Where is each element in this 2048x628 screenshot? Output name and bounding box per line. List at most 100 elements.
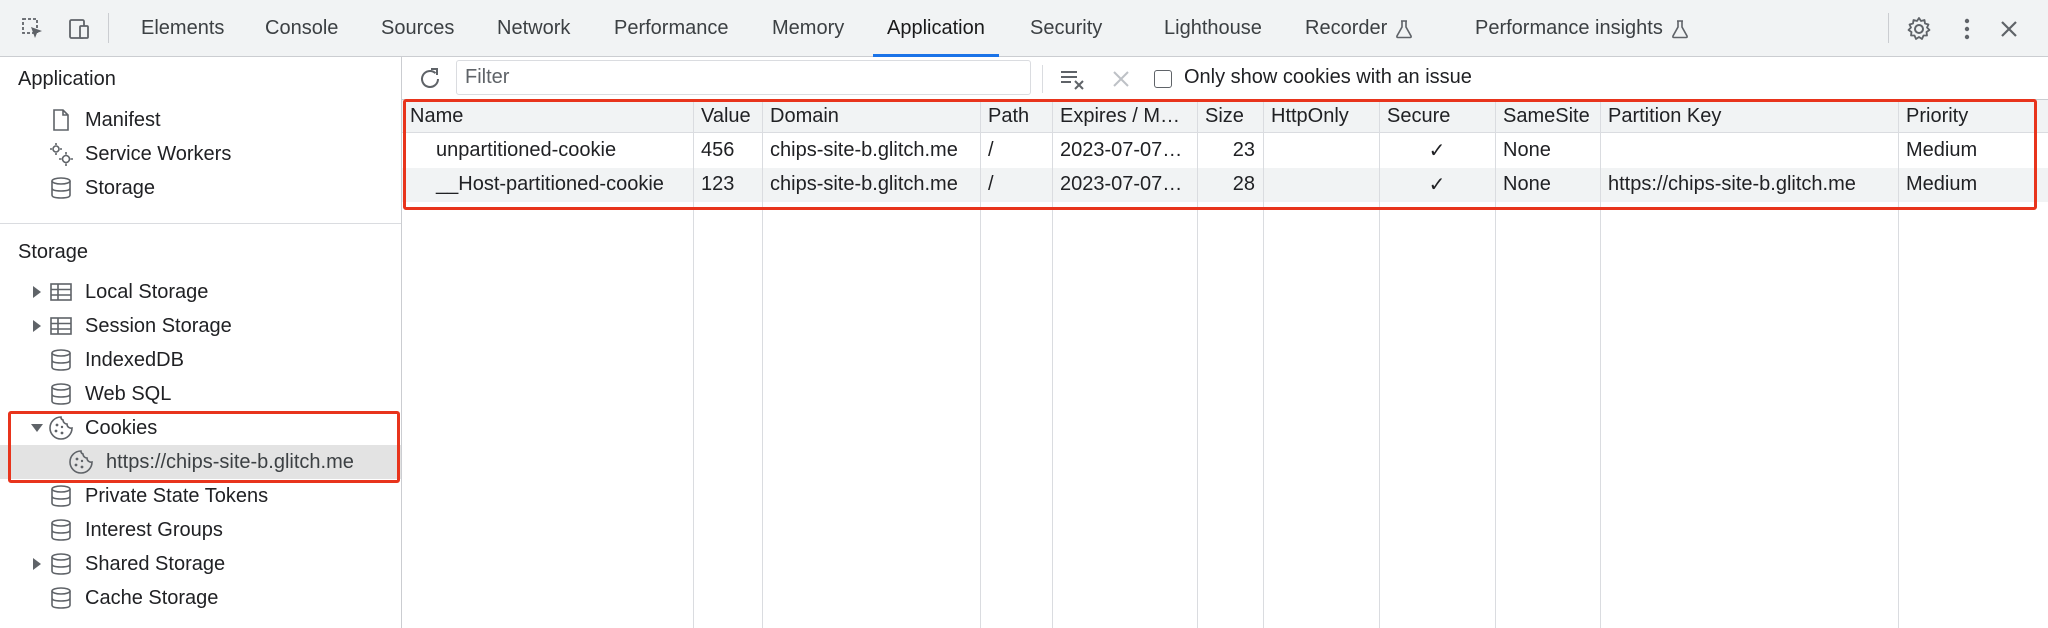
column-header-path[interactable]: Path: [988, 105, 1030, 127]
tab-security[interactable]: Security: [1030, 17, 1103, 39]
column-divider[interactable]: [1197, 100, 1198, 628]
column-divider[interactable]: [1898, 100, 1899, 628]
tab-recorder[interactable]: Recorder: [1305, 0, 1413, 57]
clear-all-cookies-icon[interactable]: [1058, 64, 1088, 94]
device-toolbar-icon[interactable]: [64, 14, 94, 44]
tab-elements[interactable]: Elements: [141, 17, 225, 39]
tab-performance[interactable]: Performance: [614, 17, 729, 39]
sidebar-item-label: Cache Storage: [85, 586, 219, 609]
sidebar-item-local-storage[interactable]: Local Storage: [0, 275, 401, 309]
section-title-application: Application: [18, 68, 116, 90]
close-icon[interactable]: [1994, 14, 2024, 44]
experiment-flask-icon: [1395, 19, 1413, 39]
column-header-expires[interactable]: Expires / M…: [1060, 105, 1181, 127]
inspect-element-icon[interactable]: [18, 14, 48, 44]
expand-arrow-icon[interactable]: [30, 285, 44, 299]
tab-memory[interactable]: Memory: [772, 17, 845, 39]
settings-gear-icon[interactable]: [1904, 14, 1934, 44]
only-issues-checkbox[interactable]: [1154, 70, 1172, 88]
sidebar-item-label: Local Storage: [85, 280, 209, 303]
tab-console[interactable]: Console: [265, 17, 339, 39]
sidebar-item-cookies[interactable]: Cookies: [0, 411, 401, 445]
toolbar-separator: [1888, 13, 1889, 43]
sidebar-item-web-sql[interactable]: Web SQL: [0, 377, 401, 411]
filter-input[interactable]: [456, 60, 1031, 95]
column-header-partition-key[interactable]: Partition Key: [1608, 105, 1722, 127]
table-row[interactable]: __Host-partitioned-cookie 123 chips-site…: [402, 168, 2048, 202]
sidebar-item-indexeddb[interactable]: IndexedDB: [0, 343, 401, 377]
section-title-storage: Storage: [18, 241, 89, 263]
tab-performance-insights[interactable]: Performance insights: [1475, 0, 1689, 57]
database-icon: [48, 347, 74, 373]
column-header-secure[interactable]: Secure: [1387, 105, 1451, 127]
column-header-domain[interactable]: Domain: [770, 105, 839, 127]
cell-size: 28: [1232, 173, 1255, 195]
cell-partition-key: [1600, 134, 1898, 167]
sidebar-item-label: Storage: [85, 176, 156, 199]
cell-path: /: [988, 139, 994, 161]
cell-httponly: [1263, 168, 1379, 201]
column-divider[interactable]: [1600, 100, 1601, 628]
column-header-priority[interactable]: Priority: [1906, 105, 1969, 127]
collapse-arrow-icon[interactable]: [30, 421, 44, 435]
expand-arrow-icon[interactable]: [30, 319, 44, 333]
tab-sources[interactable]: Sources: [381, 17, 455, 39]
more-vertical-icon[interactable]: [1952, 14, 1982, 44]
cell-partition-key: https://chips-site-b.glitch.me: [1608, 173, 1856, 195]
column-header-httponly[interactable]: HttpOnly: [1271, 105, 1349, 127]
column-header-value[interactable]: Value: [701, 105, 751, 127]
cookie-icon: [68, 449, 94, 475]
cell-domain: chips-site-b.glitch.me: [770, 173, 958, 195]
application-sidebar: Application Manifest Service Workers Sto…: [0, 57, 402, 628]
column-divider[interactable]: [1263, 100, 1264, 628]
sidebar-item-label: Manifest: [85, 108, 161, 131]
column-divider[interactable]: [1379, 100, 1380, 628]
column-divider[interactable]: [1052, 100, 1053, 628]
sidebar-item-cache-storage[interactable]: Cache Storage: [0, 581, 401, 615]
column-header-samesite[interactable]: SameSite: [1503, 105, 1590, 127]
cell-path: /: [988, 173, 994, 195]
column-header-size[interactable]: Size: [1205, 105, 1244, 127]
sidebar-item-label: Shared Storage: [85, 552, 226, 575]
cell-value: 123: [701, 173, 735, 195]
cell-priority: Medium: [1906, 173, 1978, 195]
cell-httponly: [1263, 134, 1379, 167]
table-header: Name Value Domain Path Expires / M… Size…: [402, 100, 2048, 133]
column-divider[interactable]: [980, 100, 981, 628]
refresh-icon[interactable]: [415, 64, 445, 94]
expand-arrow-icon[interactable]: [30, 557, 44, 571]
sidebar-item-interest-groups[interactable]: Interest Groups: [0, 513, 401, 547]
cell-value: 456: [701, 139, 735, 161]
column-divider[interactable]: [762, 100, 763, 628]
cookies-table: Name Value Domain Path Expires / M… Size…: [402, 100, 2048, 628]
cookies-filter-bar: Only show cookies with an issue: [402, 57, 2048, 100]
column-divider[interactable]: [693, 100, 694, 628]
sidebar-item-cookie-origin[interactable]: https://chips-site-b.glitch.me: [0, 445, 401, 479]
cell-samesite: None: [1503, 173, 1551, 195]
table-row[interactable]: unpartitioned-cookie 456 chips-site-b.gl…: [402, 134, 2048, 168]
cell-expires: 2023-07-07…: [1060, 173, 1183, 195]
cell-expires: 2023-07-07…: [1060, 139, 1183, 161]
cell-name: __Host-partitioned-cookie: [436, 173, 664, 195]
sidebar-item-label: https://chips-site-b.glitch.me: [106, 450, 354, 473]
sidebar-item-manifest[interactable]: Manifest: [0, 103, 401, 137]
filterbar-separator: [1042, 65, 1043, 93]
tab-lighthouse[interactable]: Lighthouse: [1164, 17, 1262, 39]
cell-secure: ✓: [1428, 174, 1446, 196]
column-divider[interactable]: [1495, 100, 1496, 628]
column-header-name[interactable]: Name: [410, 105, 464, 127]
cell-name: unpartitioned-cookie: [436, 139, 617, 161]
sidebar-item-label: IndexedDB: [85, 348, 184, 371]
table-icon: [48, 313, 74, 339]
tab-application[interactable]: Application: [873, 0, 999, 57]
sidebar-divider: [0, 223, 401, 224]
delete-selected-icon[interactable]: [1106, 64, 1136, 94]
cell-priority: Medium: [1906, 139, 1978, 161]
sidebar-item-shared-storage[interactable]: Shared Storage: [0, 547, 401, 581]
sidebar-item-session-storage[interactable]: Session Storage: [0, 309, 401, 343]
sidebar-item-private-state-tokens[interactable]: Private State Tokens: [0, 479, 401, 513]
sidebar-item-service-workers[interactable]: Service Workers: [0, 137, 401, 171]
database-icon: [48, 551, 74, 577]
sidebar-item-storage[interactable]: Storage: [0, 171, 401, 205]
tab-network[interactable]: Network: [497, 17, 571, 39]
